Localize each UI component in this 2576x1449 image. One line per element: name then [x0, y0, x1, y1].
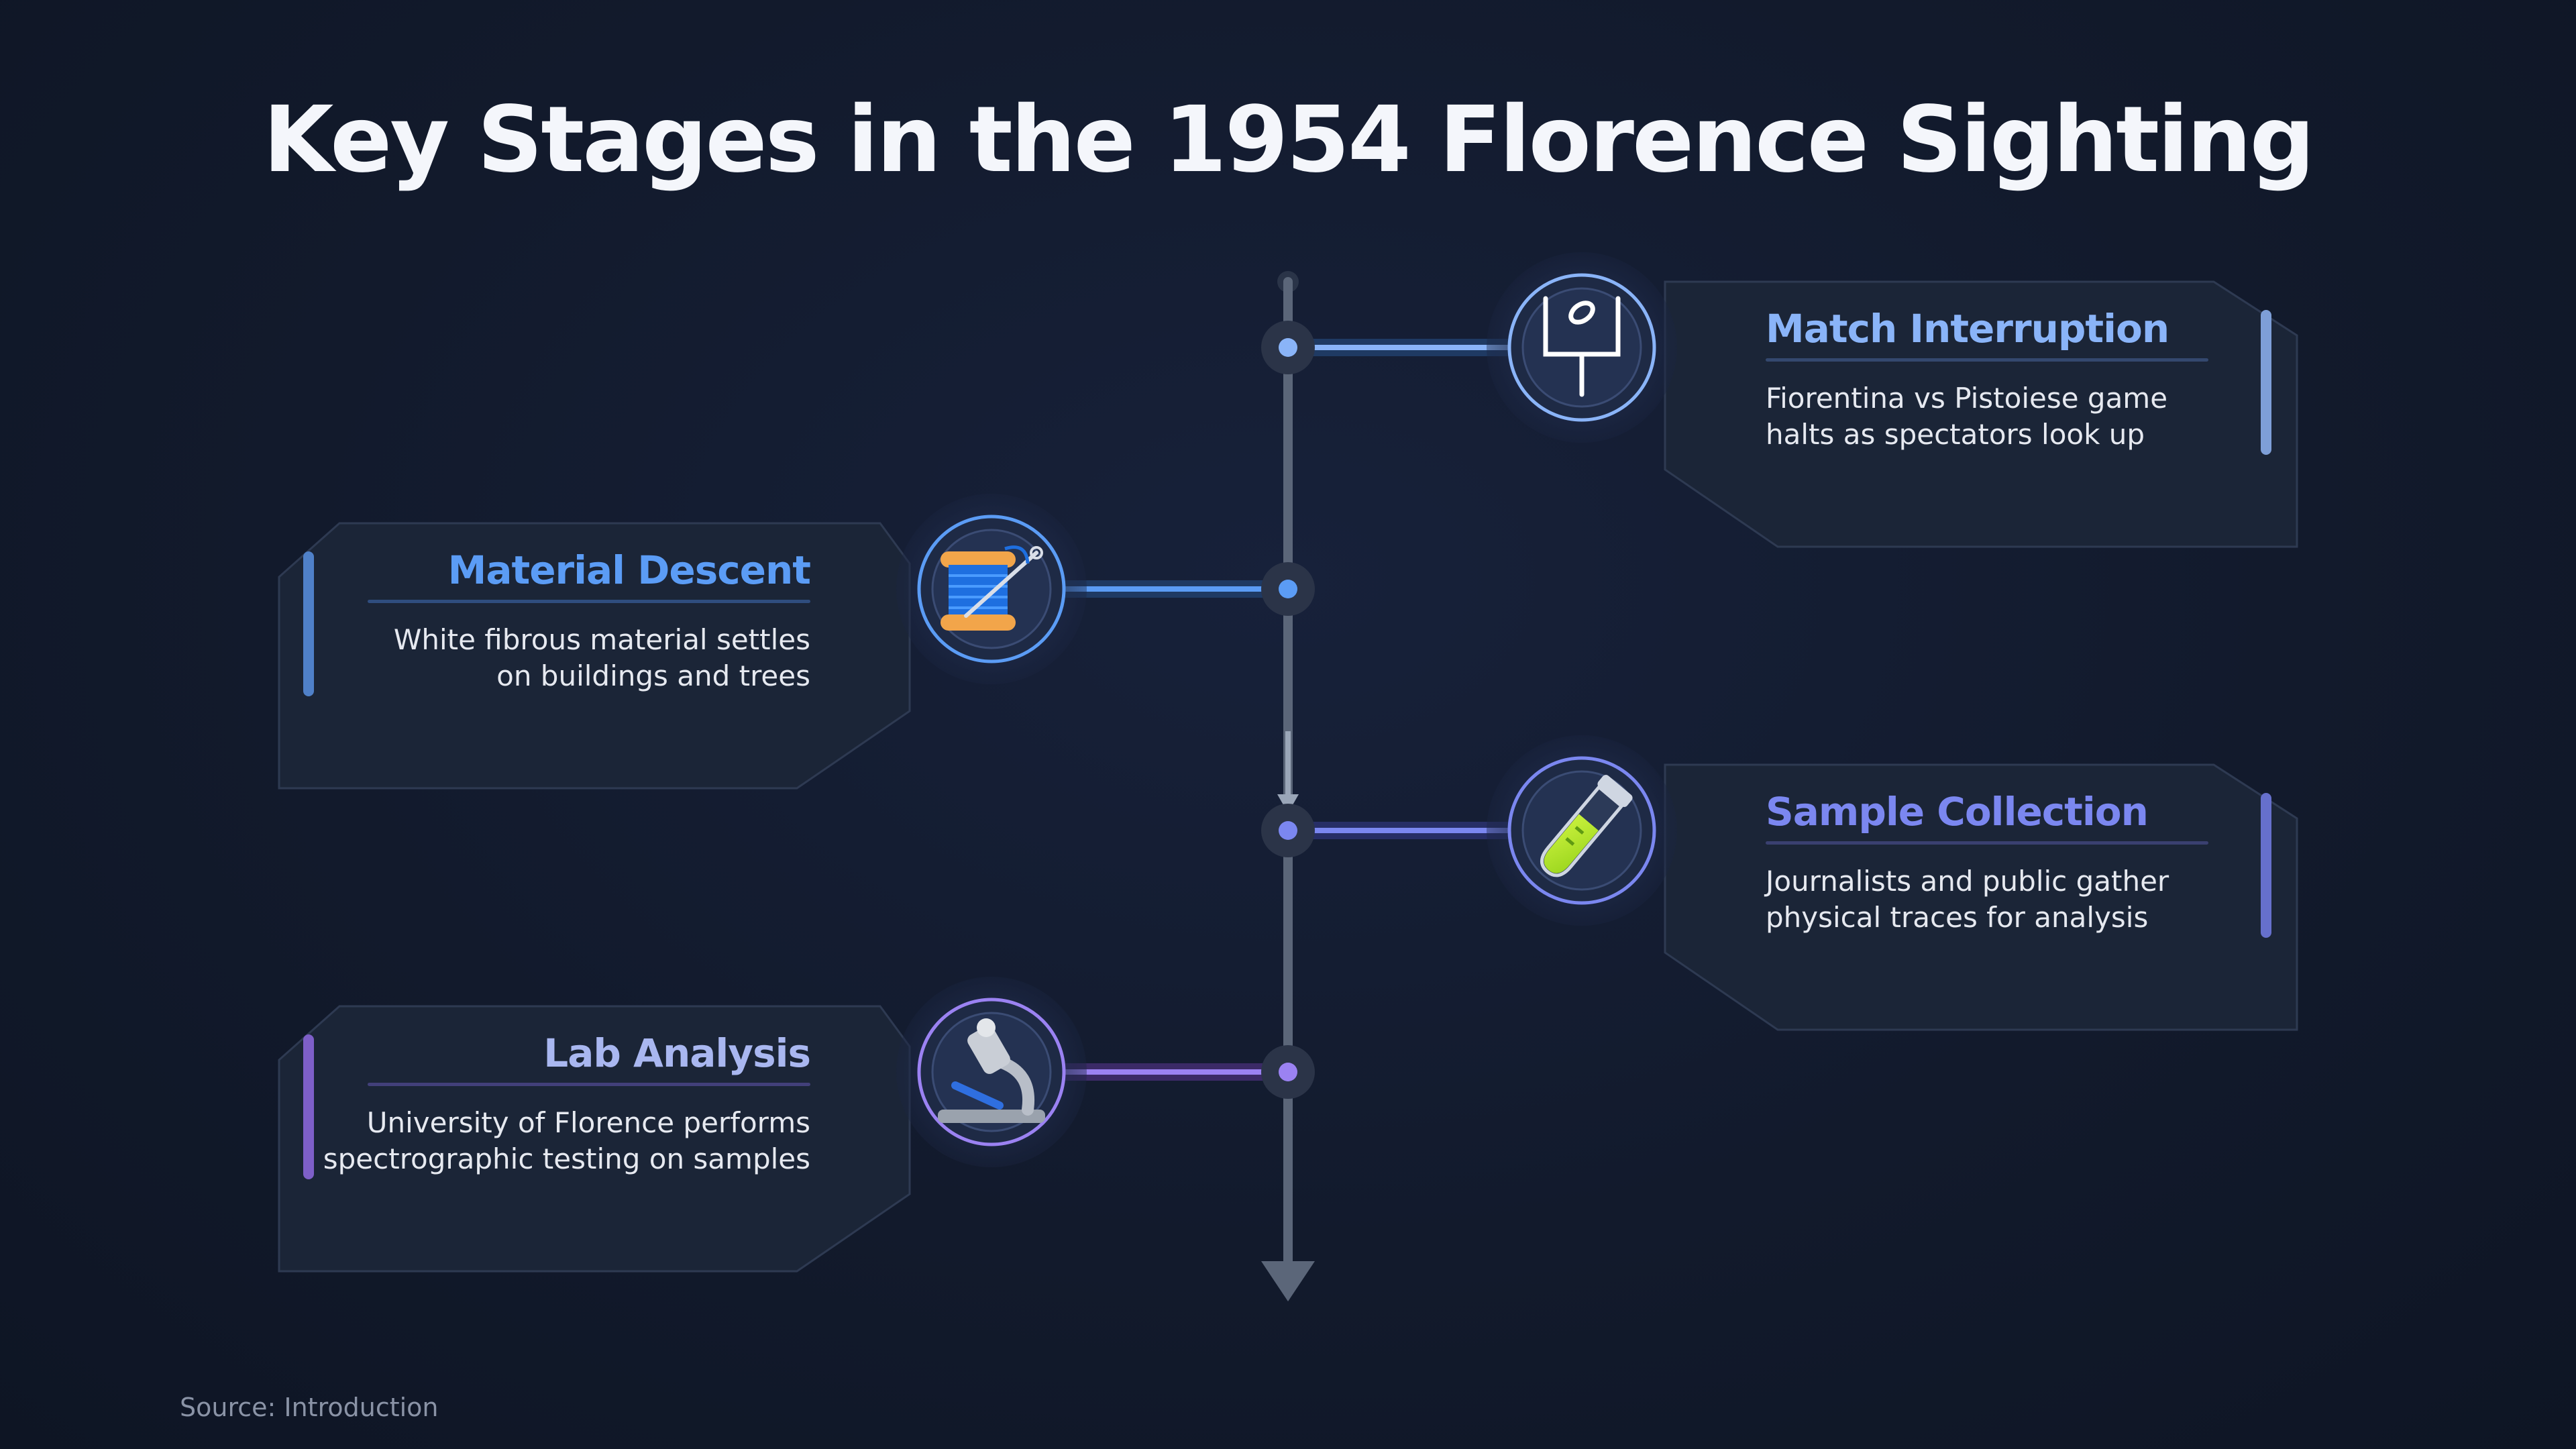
test-tube-icon: [1540, 775, 1633, 877]
timeline-node: [1279, 1063, 1297, 1081]
stage-description: Fiorentina vs Pistoiese game halts as sp…: [1766, 380, 2289, 453]
stage-text-material-descent: Material Descent White fibrous material …: [287, 543, 811, 694]
title-divider: [368, 1083, 810, 1086]
description-line: halts as spectators look up: [1766, 418, 2145, 451]
stage-text-sample-collection: Sample Collection Journalists and public…: [1766, 785, 2289, 936]
source-note: Source: Introduction: [180, 1393, 439, 1422]
description-line: spectrographic testing on samples: [323, 1142, 810, 1175]
description-line: on buildings and trees: [496, 659, 810, 692]
card-accent-bar: [303, 551, 314, 696]
description-line: Fiorentina vs Pistoiese game: [1766, 382, 2168, 415]
stage-description: White fibrous material settles on buildi…: [287, 622, 810, 694]
thread-spool-icon: [941, 545, 1043, 631]
title-divider: [368, 600, 810, 603]
stage-text-lab-analysis: Lab Analysis University of Florence perf…: [287, 1026, 811, 1177]
stage-title: Sample Collection: [1766, 789, 2149, 835]
stage-description: University of Florence performs spectrog…: [287, 1105, 810, 1177]
stage-card-sample-collection: [1261, 735, 2298, 1031]
title-divider: [1766, 841, 2208, 845]
timeline-axis: [1261, 271, 1315, 1301]
microscope-icon: [938, 1018, 1045, 1123]
goalpost-icon: [1543, 296, 1621, 397]
stage-card-match-interruption: [1261, 252, 2298, 548]
timeline-node: [1279, 338, 1297, 357]
stage-title: Lab Analysis: [543, 1030, 811, 1076]
description-line: University of Florence performs: [366, 1106, 810, 1139]
description-line: White fibrous material settles: [393, 623, 810, 656]
stage-description: Journalists and public gather physical t…: [1766, 863, 2289, 936]
card-accent-bar: [303, 1034, 314, 1179]
title-divider: [1766, 358, 2208, 362]
card-accent-bar: [2261, 793, 2271, 938]
timeline-node: [1279, 821, 1297, 840]
stage-card-lab-analysis: [278, 977, 1315, 1273]
description-line: Journalists and public gather: [1766, 865, 2169, 898]
timeline-node: [1279, 580, 1297, 598]
stage-title: Match Interruption: [1766, 306, 2169, 352]
page-title: Key Stages in the 1954 Florence Sighting: [263, 87, 2315, 193]
stage-card-material-descent: [278, 494, 1315, 790]
description-line: physical traces for analysis: [1766, 901, 2149, 934]
timeline-arrowhead: [1261, 1261, 1315, 1301]
stage-text-match-interruption: Match Interruption Fiorentina vs Pistoie…: [1766, 302, 2289, 453]
stage-title: Material Descent: [447, 547, 811, 593]
card-accent-bar: [2261, 310, 2271, 455]
